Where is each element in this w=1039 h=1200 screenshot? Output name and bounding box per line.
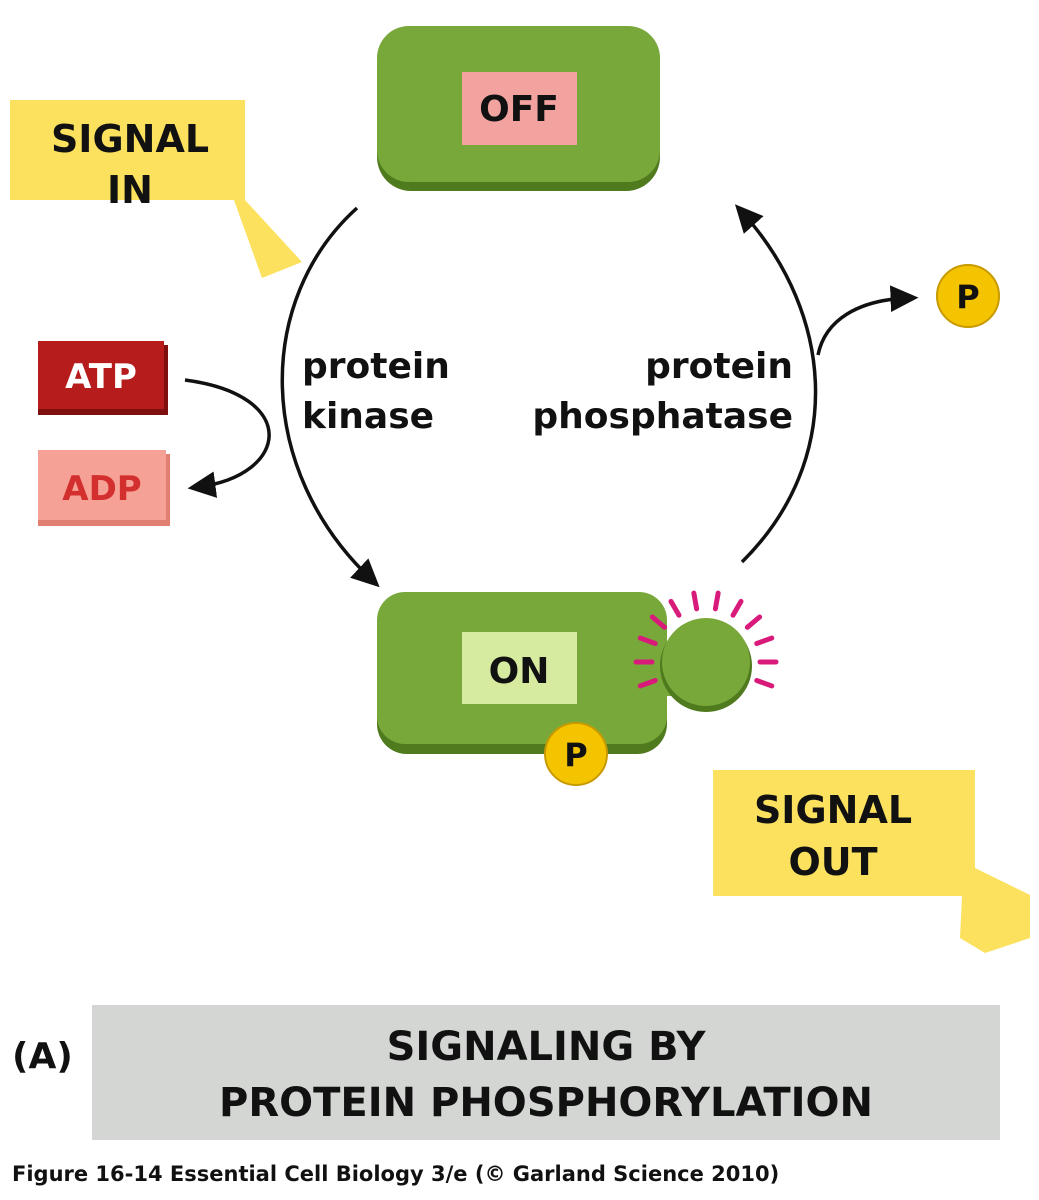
signal-in-line2: IN [107, 168, 153, 212]
figure-caption: Figure 16-14 Essential Cell Biology 3/e … [12, 1162, 780, 1186]
glow-ray [637, 677, 658, 689]
signal-out-line2: OUT [788, 840, 877, 884]
atp-box: ATP [38, 341, 168, 415]
protein-on: ON [377, 592, 752, 754]
glow-ray [668, 598, 682, 618]
glow-ray [730, 598, 744, 618]
kinase-arrow [280, 206, 380, 588]
glow-ray [754, 635, 775, 647]
bound-phosphate-label: P [564, 736, 587, 774]
bound-phosphate: P [544, 722, 608, 786]
title-line2: PROTEIN PHOSPHORYLATION [219, 1080, 873, 1126]
glow-ray [754, 677, 775, 689]
title-bar: SIGNALING BY PROTEIN PHOSPHORYLATION [92, 1005, 1000, 1140]
active-domain [662, 618, 750, 706]
atp-label: ATP [65, 357, 137, 397]
phosphatase-line2: phosphatase [532, 396, 793, 437]
signal-out-line1: SIGNAL [754, 788, 912, 832]
kinase-line1: protein [302, 346, 450, 387]
phosphatase-label: protein phosphatase [532, 346, 793, 437]
signal-in-line1: SIGNAL [51, 117, 209, 161]
atp-to-adp-arrow [184, 378, 271, 498]
kinase-label: protein kinase [302, 346, 450, 437]
off-label: OFF [479, 89, 559, 130]
signal-out-callout: SIGNAL OUT [713, 770, 1030, 953]
phosphatase-arrow [734, 204, 818, 564]
free-phosphate-label: P [956, 278, 979, 316]
glow-ray [744, 614, 763, 630]
glow-ray [691, 590, 700, 612]
adp-label: ADP [62, 469, 141, 509]
signal-in-callout: SIGNAL IN [10, 100, 302, 278]
glow-ray [649, 614, 668, 630]
off-state-box [462, 72, 577, 145]
glow-ray [637, 635, 658, 647]
protein-off: OFF [377, 26, 660, 191]
activity-glow [633, 590, 779, 689]
kinase-line2: kinase [302, 396, 434, 437]
panel-letter: (A) [12, 1036, 73, 1077]
phosphate-release-arrow [816, 285, 919, 356]
free-phosphate: P [936, 264, 1000, 328]
adp-box: ADP [38, 450, 170, 526]
phosphatase-line1: protein [645, 346, 793, 387]
on-label: ON [489, 651, 550, 692]
glow-ray [712, 590, 721, 612]
on-state-box [462, 632, 577, 704]
title-line1: SIGNALING BY [387, 1024, 707, 1070]
